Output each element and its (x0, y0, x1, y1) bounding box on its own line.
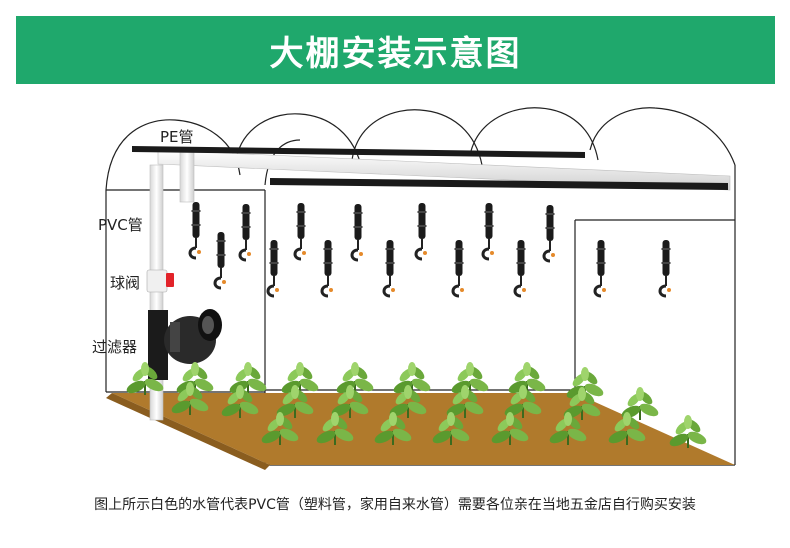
label-pvc-pipe: PVC管 (98, 216, 143, 234)
label-pe-pipe: PE管 (160, 128, 194, 146)
label-ball-valve: 球阀 (110, 274, 141, 292)
label-filter: 过滤器 (92, 338, 138, 356)
greenhouse-diagram (105, 107, 736, 470)
drip-emitters (188, 200, 673, 298)
filter (148, 309, 222, 380)
title-banner: 大棚安装示意图 (16, 16, 775, 84)
pe-pipe (132, 146, 728, 190)
page-title: 大棚安装示意图 (269, 33, 522, 74)
footer-caption: 图上所示白色的水管代表PVC管（塑料管，家用自来水管）需要各位亲在当地五金店自行… (94, 497, 696, 513)
ball-valve (146, 269, 174, 293)
